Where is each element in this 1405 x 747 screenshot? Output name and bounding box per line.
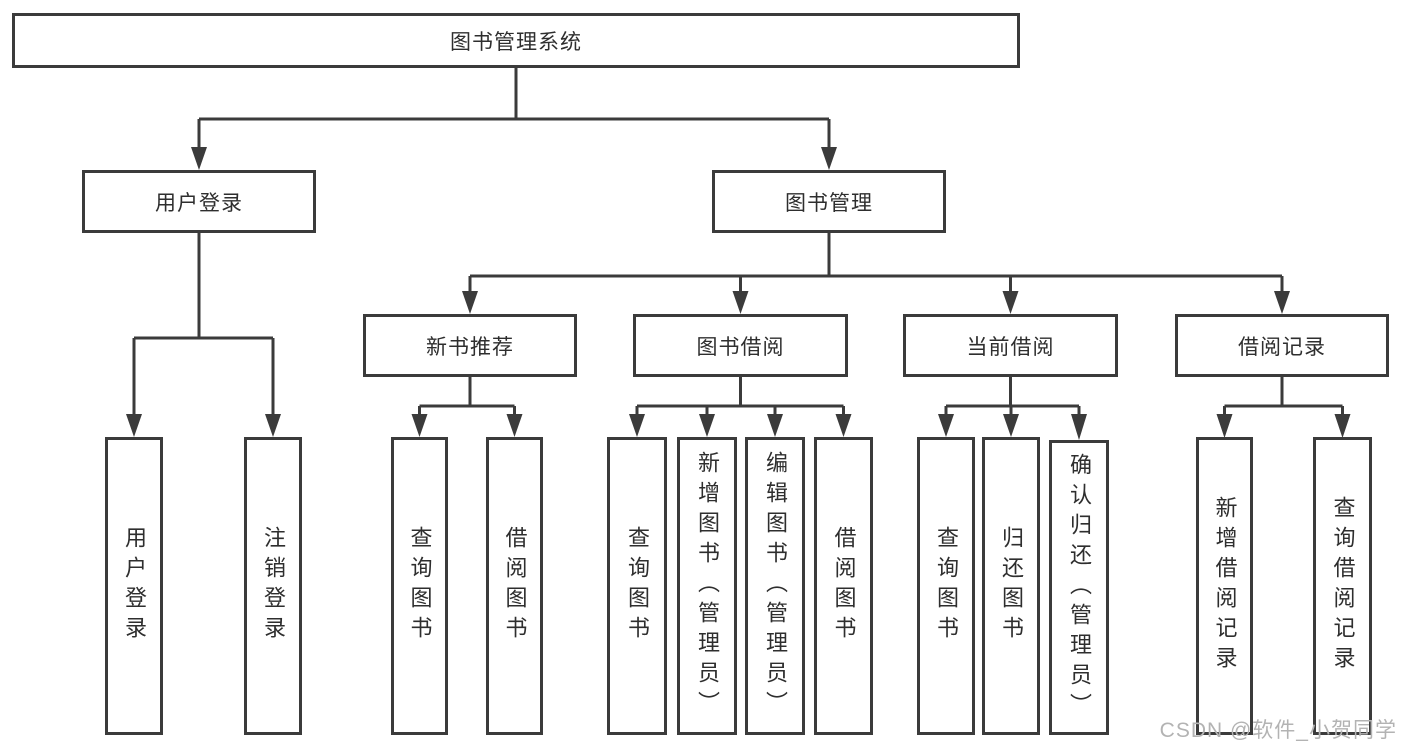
leaf-borrow-edit-books-admin: 编辑图书（管理员）: [745, 437, 805, 735]
node-label: 查询借阅记录: [1330, 496, 1356, 676]
node-borrow-records: 借阅记录: [1175, 314, 1389, 377]
node-user-login: 用户登录: [82, 170, 316, 233]
leaf-current-return-books: 归还图书: [982, 437, 1040, 735]
connector-currentborrow-to-leaves: [944, 377, 1081, 416]
node-label: 新增图书（管理员）: [695, 451, 720, 721]
connector-records-to-leaves: [1223, 377, 1344, 416]
node-label: 新书推荐: [426, 335, 514, 359]
node-label: 查询图书: [407, 526, 433, 646]
node-label: 确认归还（管理员）: [1067, 452, 1092, 723]
leaf-borrow-add-books-admin: 新增图书（管理员）: [677, 437, 737, 735]
node-current-borrow: 当前借阅: [903, 314, 1118, 377]
node-label: 图书借阅: [696, 335, 785, 359]
node-label: 新增借阅记录: [1212, 496, 1238, 676]
node-label: 注销登录: [261, 526, 286, 646]
node-label: 用户登录: [155, 191, 243, 215]
node-label: 当前借阅: [966, 335, 1055, 359]
node-label: 借阅图书: [502, 526, 528, 646]
leaf-current-confirm-return-admin: 确认归还（管理员）: [1049, 440, 1109, 735]
node-label: 查询图书: [625, 526, 650, 646]
connector-newbook-to-leaves: [418, 377, 516, 416]
connector-bookborrow-to-leaves: [635, 377, 845, 416]
connector-userlogin-to-leaves: [132, 233, 275, 416]
node-label: 查询图书: [934, 526, 959, 646]
csdn-watermark: CSDN @软件_小贺同学: [1159, 719, 1397, 742]
arrowheads: [126, 147, 1351, 440]
leaf-borrow-query-books: 查询图书: [607, 437, 667, 735]
connector-bookmgmt-to-level3: [468, 233, 1284, 293]
node-system-root: 图书管理系统: [12, 13, 1020, 68]
node-new-book-recommend: 新书推荐: [363, 314, 577, 377]
node-label: 归还图书: [999, 526, 1024, 646]
leaf-userlogin-login: 用户登录: [105, 437, 163, 735]
leaf-current-query-books: 查询图书: [917, 437, 975, 735]
leaf-newbook-query-books: 查询图书: [391, 437, 448, 735]
node-book-borrow: 图书借阅: [633, 314, 848, 377]
node-label: 借阅记录: [1238, 335, 1326, 359]
leaf-records-query-record: 查询借阅记录: [1313, 437, 1372, 735]
node-label: 编辑图书（管理员）: [763, 451, 788, 721]
node-label: 图书管理系统: [450, 30, 582, 54]
node-label: 图书管理: [785, 191, 873, 215]
node-label: 用户登录: [122, 526, 147, 646]
node-label: 借阅图书: [831, 526, 857, 646]
leaf-borrow-borrow-books: 借阅图书: [814, 437, 873, 735]
connector-root-to-level2: [197, 68, 831, 150]
node-book-management: 图书管理: [712, 170, 946, 233]
leaf-userlogin-logout: 注销登录: [244, 437, 302, 735]
leaf-newbook-borrow-books: 借阅图书: [486, 437, 543, 735]
leaf-records-add-record: 新增借阅记录: [1196, 437, 1253, 735]
